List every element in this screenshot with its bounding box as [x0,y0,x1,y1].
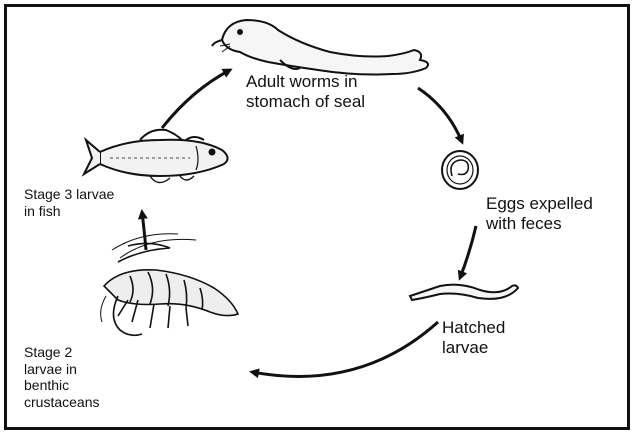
label-hatched-larvae: Hatched larvae [442,318,505,358]
arrow-eggs-to-larvae [460,226,476,278]
seal-icon [212,20,428,75]
egg-icon [442,151,478,189]
label-eggs-expelled: Eggs expelled with feces [486,194,593,234]
arrow-fish-to-seal [162,70,230,128]
crustacean-icon [101,234,238,336]
larva-icon [410,285,518,300]
arrow-seal-to-eggs [418,88,462,142]
label-stage-2: Stage 2 larvae in benthic crustaceans [24,344,99,410]
arrow-larvae-to-crustaceans [252,322,438,376]
label-stage-3: Stage 3 larvae in fish [24,186,114,219]
label-adult-worms: Adult worms in stomach of seal [246,72,365,112]
fish-icon [84,130,228,183]
